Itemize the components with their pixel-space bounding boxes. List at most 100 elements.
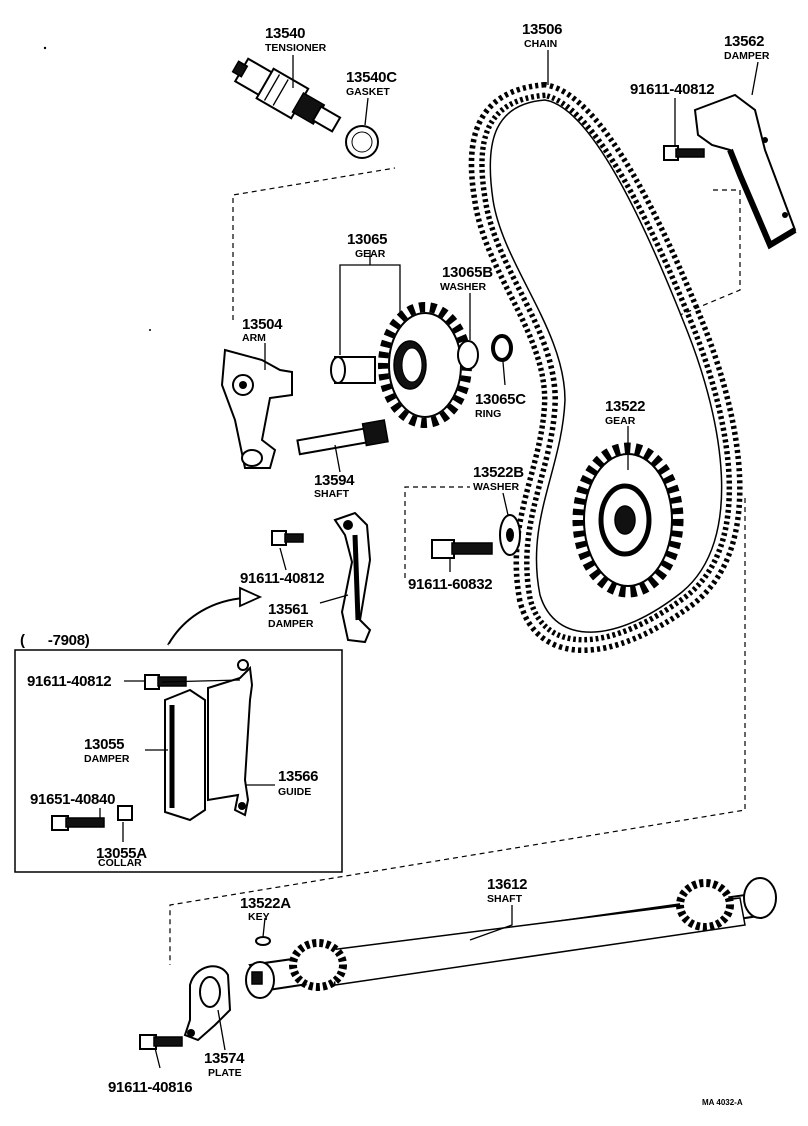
svg-text:13065C: 13065C — [475, 391, 526, 408]
label-ring: 13065C RING — [475, 391, 527, 420]
svg-text:91611-40812: 91611-40812 — [630, 81, 714, 98]
label-chain: 13506 CHAIN — [522, 21, 563, 50]
svg-text:TENSIONER: TENSIONER — [265, 42, 327, 54]
svg-text:13506: 13506 — [522, 21, 562, 38]
label-collar: 13055A COLLAR — [96, 845, 148, 869]
svg-text:13055A: 13055A — [96, 845, 147, 862]
leader-dashed-damper-top — [679, 189, 741, 316]
svg-text:13562: 13562 — [724, 33, 764, 50]
label-gasket: 13540C GASKET — [346, 69, 398, 98]
diagram-code: MA 4032-A — [702, 1098, 743, 1107]
leader-dashed-tensioner — [232, 167, 396, 320]
label-guide: 13566 GUIDE — [278, 768, 319, 798]
svg-text:91611-40816: 91611-40816 — [108, 1079, 192, 1096]
svg-text:13540C: 13540C — [346, 69, 397, 86]
svg-text:91651-40840: 91651-40840 — [30, 791, 115, 808]
svg-text:13522B: 13522B — [473, 464, 524, 481]
svg-text:13566: 13566 — [278, 768, 318, 785]
svg-text:DAMPER: DAMPER — [724, 50, 770, 62]
bolt-plate-part — [139, 1034, 183, 1050]
label-damper-inset: 13055 DAMPER — [84, 736, 130, 765]
svg-text:SHAFT: SHAFT — [487, 893, 523, 905]
svg-text:13522: 13522 — [605, 398, 645, 415]
svg-text:91611-40812: 91611-40812 — [240, 570, 324, 587]
svg-text:DAMPER: DAMPER — [84, 753, 130, 765]
label-tensioner: 13540 TENSIONER — [265, 25, 327, 54]
idler-gear-part — [330, 302, 472, 428]
plate-part — [183, 965, 232, 1042]
svg-text:13612: 13612 — [487, 876, 527, 893]
svg-text:GEAR: GEAR — [605, 415, 636, 427]
svg-text:91611-60832: 91611-60832 — [408, 576, 492, 593]
label-gear-drive: 13522 GEAR — [605, 398, 646, 427]
damper-inset-part — [164, 688, 206, 822]
label-damper-mid: 13561 DAMPER — [268, 601, 314, 630]
label-inset-range: ( -7908) — [20, 632, 90, 649]
washer-idler-part — [457, 340, 479, 370]
timing-chain — [468, 81, 743, 653]
label-plate: 13574 PLATE — [204, 1050, 245, 1079]
svg-text:PLATE: PLATE — [208, 1067, 242, 1079]
main-shaft-part — [245, 877, 777, 999]
label-shaft-idler: 13594 SHAFT — [314, 472, 355, 500]
svg-text:GEAR: GEAR — [355, 248, 386, 260]
label-bolt-inset: 91611-40812 — [27, 673, 112, 690]
damper-mid-part — [333, 511, 372, 644]
tensioner-part — [231, 57, 342, 133]
svg-text:13522A: 13522A — [240, 895, 291, 912]
damper-top-part — [693, 93, 797, 250]
bolt-drive-part — [431, 539, 493, 559]
arm-part — [220, 348, 293, 469]
gasket-part — [345, 125, 379, 159]
svg-text:13065: 13065 — [347, 231, 387, 248]
washer-drive-part — [499, 514, 521, 556]
ring-idler-part — [491, 334, 513, 362]
label-bolt-drive: 91611-60832 — [408, 576, 493, 593]
svg-text:WASHER: WASHER — [473, 481, 520, 493]
svg-text:13540: 13540 — [265, 25, 305, 42]
guide-part — [207, 659, 254, 817]
label-bolt-plate: 91611-40816 — [108, 1079, 193, 1096]
stray-mark — [43, 46, 47, 50]
svg-text:13055: 13055 — [84, 736, 124, 753]
leader-dashed-shaft — [169, 498, 746, 965]
svg-text:13504: 13504 — [242, 316, 283, 333]
label-damper-top: 13562 DAMPER — [724, 33, 770, 62]
bolt-mid-part — [271, 530, 304, 546]
idler-shaft-part — [296, 419, 389, 456]
drive-gear-part — [572, 442, 684, 598]
svg-text:91611-40812: 91611-40812 — [27, 673, 111, 690]
key-part — [255, 936, 271, 946]
bolt-damper-top — [663, 145, 705, 161]
collar-part — [117, 805, 133, 821]
svg-text:SHAFT: SHAFT — [314, 488, 350, 500]
svg-text:CHAIN: CHAIN — [524, 38, 557, 50]
svg-text:KEY: KEY — [248, 911, 270, 923]
svg-text:GUIDE: GUIDE — [278, 786, 311, 798]
label-bolt-mid: 91611-40812 — [240, 570, 325, 587]
svg-text:GASKET: GASKET — [346, 86, 390, 98]
svg-text:( -7908): ( -7908) — [20, 632, 90, 649]
leader-dashed-drive-bolt — [404, 486, 470, 578]
label-gear-idler: 13065 GEAR — [347, 231, 388, 260]
svg-text:WASHER: WASHER — [440, 281, 487, 293]
svg-text:DAMPER: DAMPER — [268, 618, 314, 630]
stray-mark — [149, 329, 151, 331]
svg-text:13561: 13561 — [268, 601, 308, 618]
svg-text:13594: 13594 — [314, 472, 355, 489]
leader-lines — [99, 50, 759, 1069]
svg-text:ARM: ARM — [242, 332, 266, 344]
label-shaft-main: 13612 SHAFT — [487, 876, 528, 905]
label-washer-idler: 13065B WASHER — [440, 264, 494, 293]
label-bolt-inset2: 91651-40840 — [30, 791, 115, 808]
label-arm: 13504 ARM — [242, 316, 283, 344]
svg-text:COLLAR: COLLAR — [98, 857, 142, 869]
svg-text:RING: RING — [475, 408, 501, 420]
bolt-inset2-part — [51, 815, 105, 831]
inset-box — [14, 649, 343, 873]
svg-text:13574: 13574 — [204, 1050, 245, 1067]
label-key: 13522A KEY — [240, 895, 292, 923]
svg-text:13065B: 13065B — [442, 264, 493, 281]
arrow-to-inset — [167, 586, 263, 648]
